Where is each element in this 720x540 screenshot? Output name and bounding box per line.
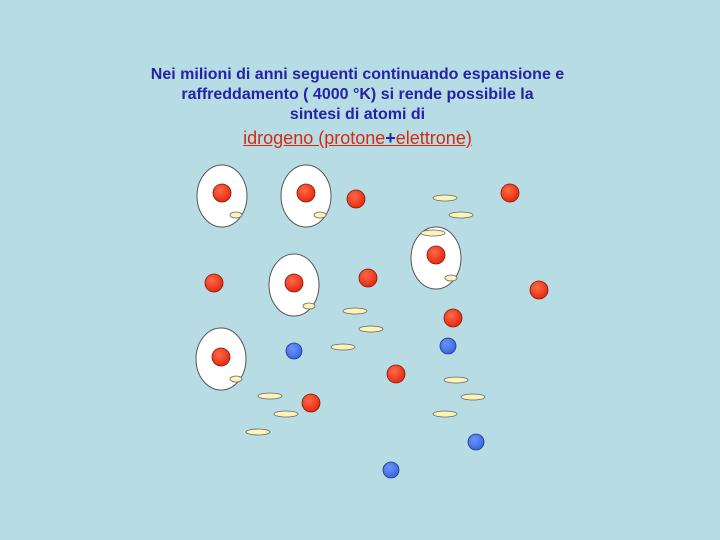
- proton: [346, 189, 366, 209]
- proton: [204, 273, 224, 293]
- electron: [432, 194, 458, 202]
- electron: [257, 392, 283, 400]
- proton: [386, 364, 406, 384]
- free-protons: [204, 183, 549, 413]
- electron: [432, 410, 458, 418]
- electron: [245, 428, 271, 436]
- proton: [426, 245, 446, 265]
- proton: [358, 268, 378, 288]
- hydrogen-atom: [410, 226, 462, 290]
- proton: [529, 280, 549, 300]
- proton: [296, 183, 316, 203]
- proton: [211, 347, 231, 367]
- free-electrons: [245, 194, 486, 436]
- caption: Nei milioni di anni seguenti continuando…: [110, 65, 605, 149]
- electron: [229, 375, 243, 383]
- neutron: [285, 342, 303, 360]
- electron: [443, 376, 469, 384]
- highlight-plus: +: [385, 128, 396, 148]
- proton: [212, 183, 232, 203]
- neutron: [439, 337, 457, 355]
- neutron: [382, 461, 400, 479]
- highlight-before: idrogeno (protone: [243, 128, 386, 148]
- caption-line-1: Nei milioni di anni seguenti continuando…: [150, 66, 565, 83]
- electron: [330, 343, 356, 351]
- proton: [301, 393, 321, 413]
- electron: [273, 410, 299, 418]
- highlight-after: elettrone): [395, 128, 472, 148]
- caption-line-3: sintesi di atomi di: [289, 106, 426, 123]
- hydrogen-atom: [280, 164, 332, 228]
- proton: [284, 273, 304, 293]
- hydrogen-atom: [196, 164, 248, 228]
- electron: [229, 211, 243, 219]
- electron: [444, 274, 458, 282]
- electron: [342, 307, 368, 315]
- neutrons: [285, 337, 485, 479]
- electron: [313, 211, 327, 219]
- caption-line-2: raffreddamento ( 4000 °K) si rende possi…: [181, 86, 534, 103]
- neutron: [467, 433, 485, 451]
- caption-highlight: idrogeno (protone+elettrone): [110, 127, 605, 149]
- electron: [460, 393, 486, 401]
- hydrogen-atom: [195, 327, 247, 391]
- electron: [302, 302, 316, 310]
- proton: [500, 183, 520, 203]
- electron: [448, 211, 474, 219]
- electron: [358, 325, 384, 333]
- proton: [443, 308, 463, 328]
- hydrogen-atom: [268, 253, 320, 317]
- electron: [420, 229, 446, 237]
